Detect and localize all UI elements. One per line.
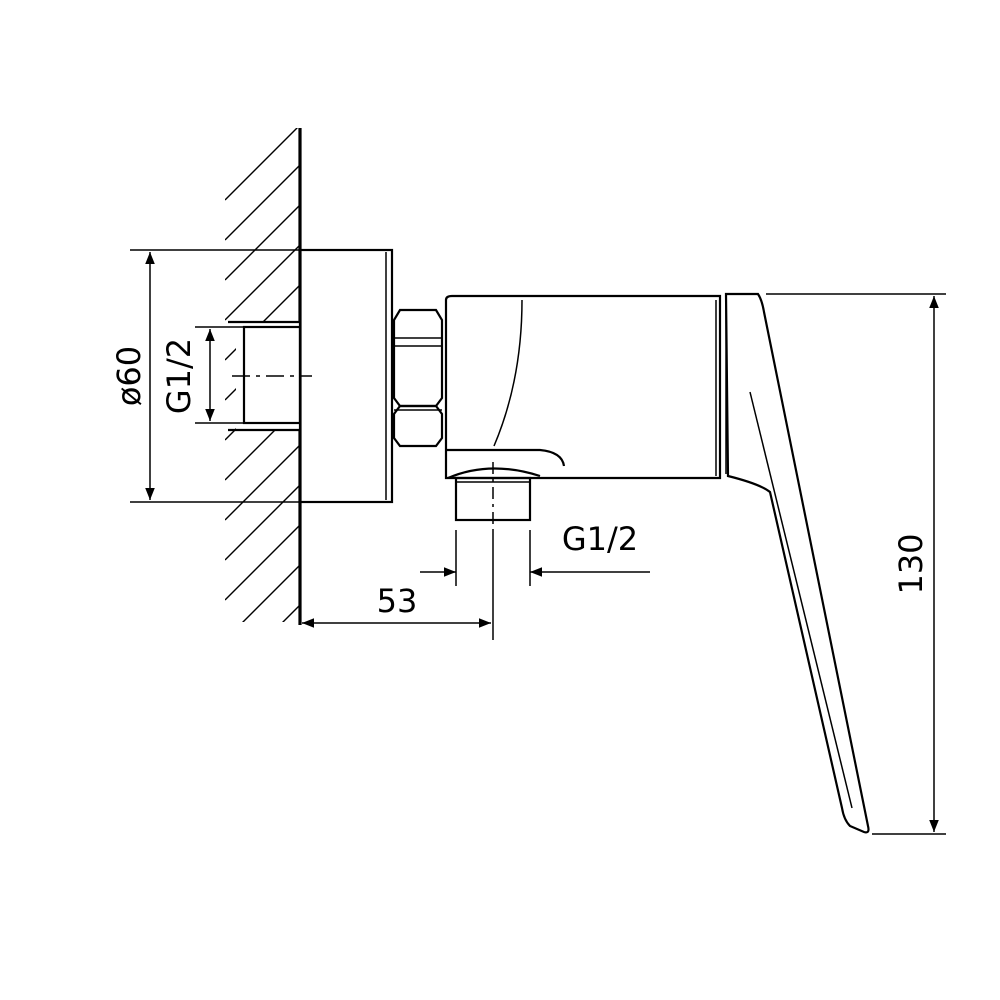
dimension-outlet-thread: G1/2 bbox=[420, 520, 650, 586]
dimension-overall-height: 130 bbox=[766, 293, 946, 835]
outlet-offset-label: 53 bbox=[377, 582, 418, 620]
hex-nut bbox=[392, 308, 444, 448]
dimension-outlet-offset: 53 bbox=[302, 530, 494, 640]
dimension-flange-diameter: ø60 bbox=[110, 249, 300, 503]
inlet-pipe bbox=[228, 320, 312, 432]
lever-handle bbox=[724, 292, 870, 834]
inlet-thread-label: G1/2 bbox=[160, 338, 198, 414]
wall-flange bbox=[298, 248, 394, 504]
dimension-inlet-thread: G1/2 bbox=[160, 326, 244, 424]
flange-diameter-label: ø60 bbox=[110, 346, 148, 406]
wall-section bbox=[225, 128, 302, 625]
mixer-body bbox=[444, 294, 722, 530]
overall-height-label: 130 bbox=[892, 533, 930, 594]
outlet-thread-label: G1/2 bbox=[562, 520, 638, 558]
